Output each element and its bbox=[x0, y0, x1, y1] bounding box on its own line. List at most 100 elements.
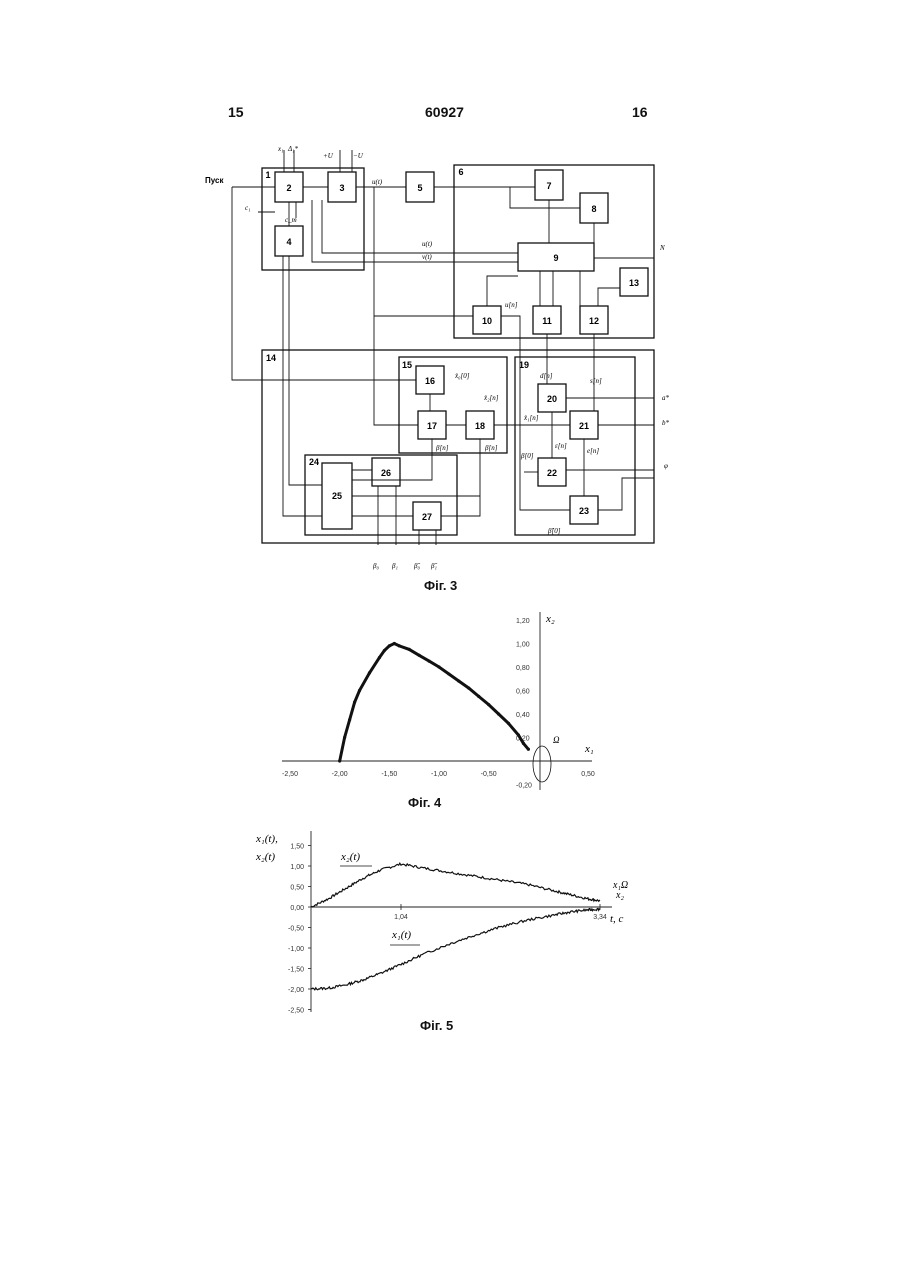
beta-in-0: β₀ bbox=[372, 562, 379, 570]
fig4-ytick-label: 0,80 bbox=[516, 665, 530, 672]
label-15: 15 bbox=[402, 360, 412, 370]
block-8-label: 8 bbox=[591, 204, 596, 214]
fig5-time-plot: 1,501,000,500,00-0,50-1,00-1,50-2,00-2,5… bbox=[0, 825, 901, 1025]
fig4-ytick-label: 0,60 bbox=[516, 689, 530, 696]
fig5-xtick-label: 1,04 bbox=[394, 914, 408, 921]
fig4-point bbox=[527, 748, 530, 751]
fig5-xtick-label: 3,34 bbox=[593, 914, 607, 921]
fig3-block-diagram: 1 6 14 15 19 24 2 3 4 5 7 8 9 10 11 12 1… bbox=[0, 140, 901, 600]
u-n-label: u[n] bbox=[505, 301, 518, 309]
u-t-feedback-label: u(t) bbox=[422, 240, 433, 248]
label-19: 19 bbox=[519, 360, 529, 370]
fig4-xtick-label: -1,50 bbox=[381, 771, 397, 778]
block-27-label: 27 bbox=[422, 512, 432, 522]
label-24: 24 bbox=[309, 457, 319, 467]
e-n-label: e[n] bbox=[587, 447, 599, 455]
fig4-ytick-label: -0,20 bbox=[516, 783, 532, 790]
fig4-ytick-label: 1,00 bbox=[516, 642, 530, 649]
end-label-x2: x₂ bbox=[615, 890, 624, 901]
fig4-point bbox=[338, 759, 341, 762]
omega-label: Ω bbox=[553, 735, 560, 745]
page-number-right: 16 bbox=[632, 104, 648, 120]
s-n-label: s[n] bbox=[590, 377, 602, 385]
fig4-xtick-label: -0,50 bbox=[481, 771, 497, 778]
patent-number: 60927 bbox=[425, 104, 464, 120]
block-25-label: 25 bbox=[332, 491, 342, 501]
fig4-point bbox=[388, 644, 391, 647]
fig4-point bbox=[418, 654, 421, 657]
series-x2-label: x₂(t) bbox=[340, 851, 360, 863]
fig5-ytick-label: 0,00 bbox=[290, 905, 304, 912]
series-x2-line bbox=[311, 863, 600, 907]
beta-in-2: β̃₀ bbox=[413, 562, 420, 570]
fig3-caption: Фіг. 3 bbox=[424, 578, 457, 593]
minus-u-label: −U bbox=[353, 152, 364, 160]
cm-label: c_m bbox=[285, 216, 297, 224]
fig4-point bbox=[383, 649, 386, 652]
label-6: 6 bbox=[458, 167, 463, 177]
beta-n-label-2: β[n] bbox=[484, 444, 498, 452]
block-2-label: 2 bbox=[286, 183, 291, 193]
block-7-label: 7 bbox=[546, 181, 551, 191]
start-label: Пуск bbox=[205, 176, 224, 185]
fig5-ytick-label: -2,50 bbox=[288, 1008, 304, 1015]
a-star-label: a* bbox=[662, 394, 670, 402]
fig5-ytick-label: -0,50 bbox=[288, 926, 304, 933]
fig4-point bbox=[517, 734, 520, 737]
block-26-label: 26 bbox=[381, 468, 391, 478]
series-x1-line bbox=[311, 909, 600, 990]
x1-label: x₁ bbox=[277, 145, 284, 153]
fig4-xtick-label: 0,50 bbox=[581, 771, 595, 778]
block-5-label: 5 bbox=[417, 183, 422, 193]
block-17-label: 17 bbox=[427, 421, 437, 431]
block-11-label: 11 bbox=[542, 316, 552, 326]
fig5-ytick-label: 0,50 bbox=[290, 885, 304, 892]
block-18-label: 18 bbox=[475, 421, 485, 431]
n-label: N bbox=[659, 244, 665, 252]
fig4-point bbox=[378, 656, 381, 659]
fig4-point bbox=[437, 665, 440, 668]
fig4-point bbox=[368, 671, 371, 674]
fig4-point bbox=[467, 687, 470, 690]
fig4-point bbox=[408, 648, 411, 651]
fig5-xlabel: t, c bbox=[610, 913, 624, 925]
fig4-ylabel: x₂ bbox=[545, 613, 555, 625]
plus-u-label: +U bbox=[323, 152, 334, 160]
fig5-ylabel-1: x₁(t), bbox=[255, 833, 278, 845]
fig4-point bbox=[348, 718, 351, 721]
fig4-point bbox=[477, 695, 480, 698]
block-13-label: 13 bbox=[629, 278, 639, 288]
series-x1-label: x₁(t) bbox=[391, 929, 411, 941]
fig4-xlabel: x₁ bbox=[584, 743, 594, 755]
c1-label: c₁ bbox=[245, 204, 251, 212]
beta-in-1: β₁ bbox=[391, 562, 398, 570]
block-12-label: 12 bbox=[589, 316, 599, 326]
fig4-point bbox=[343, 736, 346, 739]
fig4-xtick-label: -2,50 bbox=[282, 771, 298, 778]
block-10-label: 10 bbox=[482, 316, 492, 326]
beta-0-label: β[0] bbox=[520, 452, 534, 460]
block-23-label: 23 bbox=[579, 506, 589, 516]
fig4-xtick-label: -1,00 bbox=[431, 771, 447, 778]
u-t-label: u(t) bbox=[372, 178, 383, 186]
fig4-xtick-label: -2,00 bbox=[332, 771, 348, 778]
fig5-ytick-label: -2,00 bbox=[288, 987, 304, 994]
fig4-caption: Фіг. 4 bbox=[408, 795, 441, 810]
x2-n-label: x̂₂[n] bbox=[483, 394, 499, 402]
page-number-left: 15 bbox=[228, 104, 244, 120]
fig4-ytick-label: 1,20 bbox=[516, 618, 530, 625]
fig5-caption: Фіг. 5 bbox=[420, 1018, 453, 1033]
block-16-label: 16 bbox=[425, 376, 435, 386]
block-22-label: 22 bbox=[547, 468, 557, 478]
fig4-phase-plot: -2,50 -2,00 -1,50 -1,00 -0,50 0,50 1,20 1,00 0,… bbox=[0, 600, 901, 800]
xh-n-label: x̂₁[n] bbox=[523, 414, 539, 422]
fig4-point bbox=[393, 642, 396, 645]
fig4-point bbox=[358, 689, 361, 692]
fig5-ytick-label: -1,00 bbox=[288, 946, 304, 953]
fig4-point bbox=[507, 722, 510, 725]
omega-region bbox=[533, 746, 551, 782]
label-1: 1 bbox=[265, 170, 270, 180]
fig4-point bbox=[487, 703, 490, 706]
fig5-ytick-label: 1,50 bbox=[290, 844, 304, 851]
block-9-label: 9 bbox=[553, 253, 558, 263]
